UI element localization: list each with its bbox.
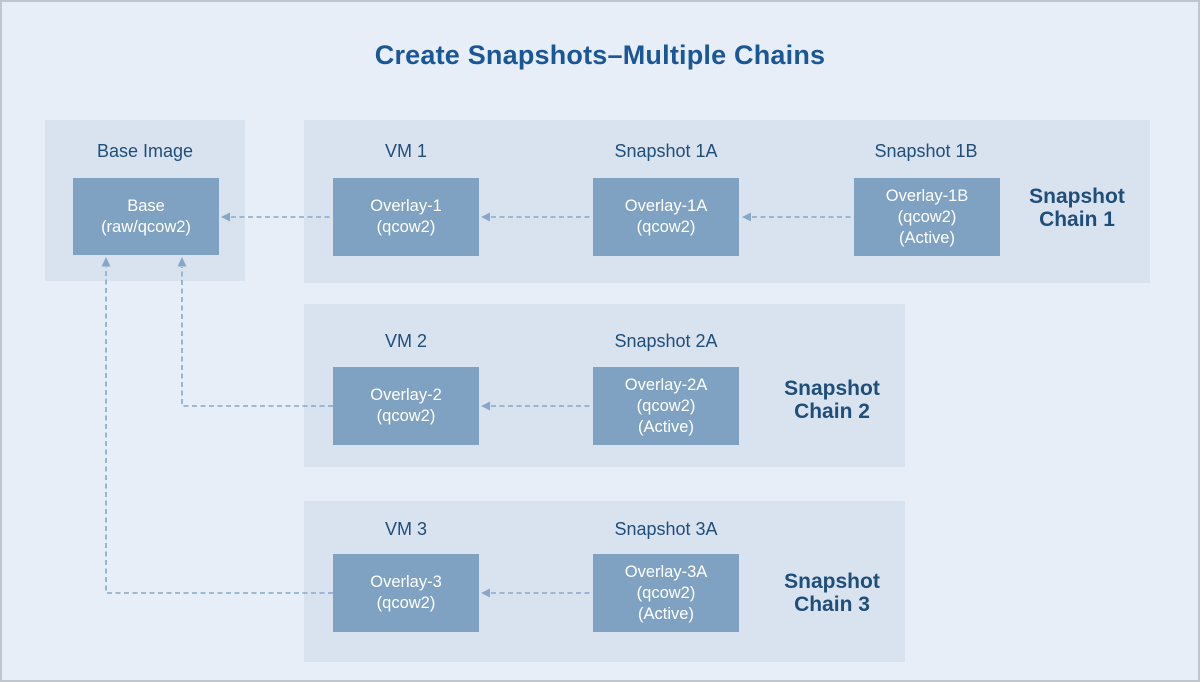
chain-3-caption-line-1: Snapshot xyxy=(784,570,880,593)
overlay-3-line-2: (qcow2) xyxy=(376,594,436,612)
chain-1-caption-line-2: Chain 1 xyxy=(1039,208,1115,231)
base-box-line-2: (raw/qcow2) xyxy=(101,217,191,236)
vm-2-label: VM 2 xyxy=(384,331,427,351)
snapshot-chain-3-panel: VM 3 Snapshot 3A Overlay-3 (qcow2) Overl… xyxy=(304,501,905,662)
overlay-2a-line-2: (qcow2) xyxy=(636,396,696,415)
overlay-2a-line-3: (Active) xyxy=(638,417,694,436)
overlay-3a-line-1: Overlay-3A xyxy=(624,562,708,581)
snapshot-chain-2-panel: VM 2 Snapshot 2A Overlay-2 (qcow2) Overl… xyxy=(304,304,905,467)
page-title: Create Snapshots–Multiple Chains xyxy=(374,40,826,70)
overlay-1a-line-1: Overlay-1A xyxy=(624,197,708,215)
overlay-3a-line-3: (Active) xyxy=(638,604,694,623)
overlay-1b-line-2: (qcow2) xyxy=(897,207,957,226)
snapshot-chain-1-panel: VM 1 Snapshot 1A Snapshot 1B Overlay-1 (… xyxy=(304,120,1150,283)
base-box-line-1: Base xyxy=(127,196,165,215)
snapshot-3a-label: Snapshot 3A xyxy=(614,519,718,539)
overlay-1b-line-3: (Active) xyxy=(899,228,955,247)
overlay-3-line-1: Overlay-3 xyxy=(370,573,442,591)
chain-1-caption-line-1: Snapshot xyxy=(1029,185,1125,208)
base-image-label: Base Image xyxy=(96,141,194,161)
snapshot-chain-1-caption: Snapshot Chain 1 xyxy=(987,185,1167,231)
base-box: Base (raw/qcow2) xyxy=(73,178,219,255)
vm-1-label: VM 1 xyxy=(384,141,427,161)
overlay-2a-box: Overlay-2A (qcow2) (Active) xyxy=(593,367,739,445)
snapshot-chain-3-caption: Snapshot Chain 3 xyxy=(742,570,922,616)
snapshot-1b-label: Snapshot 1B xyxy=(874,141,978,161)
base-image-panel: Base Image Base (raw/qcow2) xyxy=(45,120,245,281)
snapshot-chain-2-caption: Snapshot Chain 2 xyxy=(742,377,922,423)
overlay-3a-box: Overlay-3A (qcow2) (Active) xyxy=(593,554,739,632)
overlay-1b-line-1: Overlay-1B xyxy=(885,186,969,205)
overlay-1-line-2: (qcow2) xyxy=(376,218,436,236)
overlay-2-line-2: (qcow2) xyxy=(376,407,436,425)
chain-2-caption-line-2: Chain 2 xyxy=(794,400,870,423)
vm-3-label: VM 3 xyxy=(384,519,427,539)
snapshot-2a-label: Snapshot 2A xyxy=(614,331,718,351)
overlay-1-box: Overlay-1 (qcow2) xyxy=(333,178,479,256)
overlay-3-box: Overlay-3 (qcow2) xyxy=(333,554,479,632)
overlay-1-line-1: Overlay-1 xyxy=(370,197,442,215)
overlay-2-line-1: Overlay-2 xyxy=(370,386,442,404)
overlay-1b-box: Overlay-1B (qcow2) (Active) xyxy=(854,178,1000,256)
overlay-1a-line-2: (qcow2) xyxy=(636,218,696,236)
chain-2-caption-line-1: Snapshot xyxy=(784,377,880,400)
overlay-3a-line-2: (qcow2) xyxy=(636,583,696,602)
arrow-overlay-3-to-base xyxy=(101,257,333,594)
overlay-2-box: Overlay-2 (qcow2) xyxy=(333,367,479,445)
chain-3-caption-line-2: Chain 3 xyxy=(794,593,870,616)
overlay-2a-line-1: Overlay-2A xyxy=(624,375,708,394)
snapshot-1a-label: Snapshot 1A xyxy=(614,141,718,161)
overlay-1a-box: Overlay-1A (qcow2) xyxy=(593,178,739,256)
